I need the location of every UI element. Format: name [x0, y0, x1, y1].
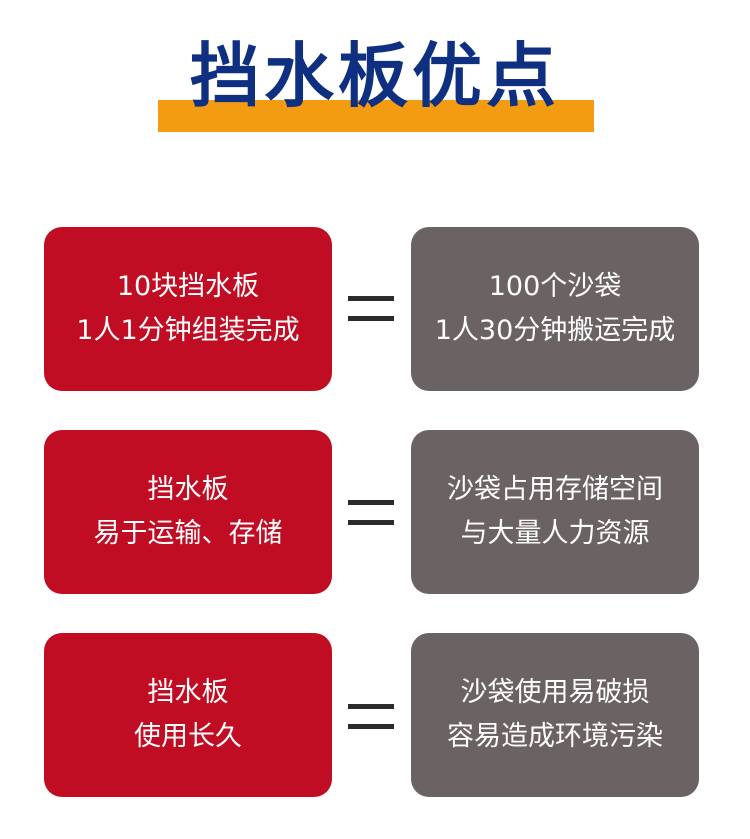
card-line-1: 100个沙袋: [488, 271, 622, 302]
card-line-2: 1人1分钟组装完成: [76, 315, 300, 346]
card-line-2: 1人30分钟搬运完成: [434, 315, 676, 346]
card-line-1: 10块挡水板: [116, 271, 260, 302]
sandbag-card-1: 100个沙袋 1人30分钟搬运完成: [411, 227, 699, 391]
flood-barrier-card-2: 挡水板 易于运输、存储: [44, 430, 332, 594]
page-title: 挡水板优点: [190, 35, 560, 117]
card-line-2: 使用长久: [134, 721, 242, 752]
equals-icon: [348, 704, 394, 730]
card-line-2: 易于运输、存储: [93, 518, 283, 549]
card-line-1: 沙袋占用存储空间: [447, 474, 663, 505]
card-line-1: 挡水板: [147, 677, 229, 708]
card-line-1: 沙袋使用易破损: [460, 677, 650, 708]
card-line-2: 与大量人力资源: [460, 518, 650, 549]
card-line-1: 挡水板: [147, 474, 229, 505]
card-line-2: 容易造成环境污染: [447, 721, 663, 752]
sandbag-card-3: 沙袋使用易破损 容易造成环境污染: [411, 633, 699, 797]
title-underline-bar: [158, 100, 594, 132]
sandbag-card-2: 沙袋占用存储空间 与大量人力资源: [411, 430, 699, 594]
flood-barrier-card-1: 10块挡水板 1人1分钟组装完成: [44, 227, 332, 391]
flood-barrier-card-3: 挡水板 使用长久: [44, 633, 332, 797]
equals-icon: [348, 500, 394, 526]
equals-icon: [348, 296, 394, 322]
